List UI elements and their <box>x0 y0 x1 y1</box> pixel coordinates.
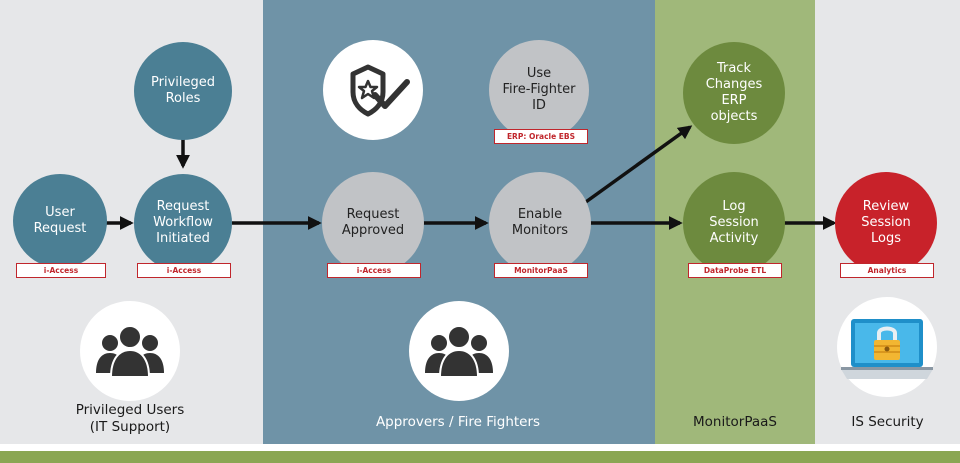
node-privileged-roles: Privileged Roles <box>134 42 232 140</box>
lane-label-is-security: IS Security <box>851 414 924 430</box>
tag-monitorpaas: MonitorPaaS <box>494 263 588 278</box>
users-group-icon <box>425 325 493 378</box>
users-group-icon <box>96 325 164 378</box>
node-user-request: User Request <box>13 174 107 268</box>
lane-label-monitorpaas: MonitorPaaS <box>693 414 777 430</box>
tag-erp-oracle: ERP: Oracle EBS <box>494 129 588 144</box>
tag-i-access-user: i-Access <box>16 263 106 278</box>
approvers-badge <box>409 301 509 401</box>
privileged-users-badge <box>80 301 180 401</box>
lane-label-approvers: Approvers / Fire Fighters <box>375 414 541 430</box>
node-request-workflow: Request Workflow Initiated <box>134 174 232 272</box>
tag-i-access-approved: i-Access <box>327 263 421 278</box>
node-enable-monitors: Enable Monitors <box>489 172 591 274</box>
tag-dataprobe-etl: DataProbe ETL <box>688 263 782 278</box>
tag-i-access-workflow: i-Access <box>137 263 231 278</box>
node-log-session: Log Session Activity <box>683 172 785 274</box>
node-fire-fighter-id: Use Fire-Fighter ID <box>489 40 589 140</box>
laptop-lock-icon <box>841 319 933 379</box>
bottom-bar <box>0 451 960 463</box>
shield-check-icon <box>350 64 410 117</box>
tag-analytics: Analytics <box>840 263 934 278</box>
lane-label-privileged-users: Privileged Users (IT Support) <box>75 402 185 435</box>
node-review-logs: Review Session Logs <box>835 172 937 274</box>
shield-check-badge <box>323 40 423 140</box>
arrow-monitors-to-track <box>581 125 693 206</box>
node-request-approved: Request Approved <box>322 172 424 274</box>
node-track-changes: Track Changes ERP objects <box>683 42 785 144</box>
security-badge <box>837 297 937 397</box>
